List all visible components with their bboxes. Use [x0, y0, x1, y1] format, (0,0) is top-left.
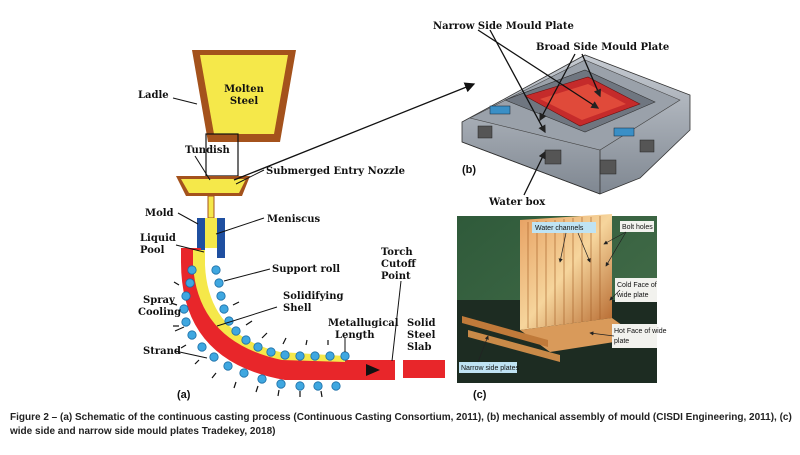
- metallurgical-length-label-1: Metallugical: [328, 318, 399, 329]
- molten-steel-label-2: Steel: [230, 96, 259, 107]
- wide-plate: [520, 214, 612, 330]
- narrow-plate-1: [462, 316, 548, 347]
- mold-label: Mold: [145, 208, 174, 219]
- bolt-holes-label: Bolt holes: [622, 224, 653, 231]
- panel-a: Molten Steel: [138, 50, 445, 401]
- molten-steel-label-1: Molten: [224, 84, 265, 95]
- solidifying-shell-label-1: Solidifying: [283, 291, 343, 302]
- cold-face-label-2: wide plate: [616, 292, 649, 299]
- support-rolls: [179, 265, 350, 391]
- panel-c: Water channels Bolt holes Cold Face of w…: [457, 214, 667, 401]
- liquid-core: [193, 250, 345, 362]
- liquid-pool-label-2: Pool: [140, 245, 165, 256]
- water-channels-tag: [532, 222, 596, 233]
- panel-c-leaders: [477, 231, 627, 363]
- spray-marks: [170, 281, 329, 398]
- nozzle-label: Submerged Entry Nozzle: [266, 166, 405, 177]
- hot-face-label-2: plate: [614, 338, 629, 345]
- water-channels-label: Water channels: [535, 225, 584, 232]
- ladle-label: Ladle: [138, 90, 169, 101]
- figure-caption: Figure 2 – (a) Schematic of the continuo…: [10, 412, 792, 437]
- hot-face-label-1: Hot Face of wide: [614, 328, 667, 335]
- meniscus-label: Meniscus: [267, 214, 320, 225]
- slab-label-3: Slab: [407, 342, 432, 353]
- panel-c-label: (c): [473, 389, 487, 401]
- tundish-label: Tundish: [185, 145, 230, 156]
- strand-label: Strand: [143, 346, 181, 357]
- narrow-side-mould-plate-label: Narrow Side Mould Plate: [433, 21, 574, 32]
- panel-b-label: (b): [462, 164, 476, 176]
- panel-b: (b) Narrow Side Mould Plate Broad Side M…: [433, 21, 691, 208]
- mold: [197, 218, 225, 258]
- flow-arrow-head: [366, 364, 380, 376]
- ladle-vessel: Molten Steel: [192, 50, 296, 142]
- torch-label-3: Point: [381, 271, 411, 282]
- narrow-side-plates-label: Narrow side plates: [461, 365, 519, 372]
- narrow-plate-2: [468, 330, 560, 362]
- mould-assembly-image: [461, 54, 691, 195]
- spray-cooling-label-1: Spray: [143, 295, 176, 306]
- metallurgical-length-label-2: Length: [335, 330, 375, 341]
- broad-side-mould-plate-label: Broad Side Mould Plate: [536, 42, 669, 53]
- solidifying-shell-label-2: Shell: [283, 303, 312, 314]
- panel-a-label: (a): [177, 389, 191, 401]
- water-channels-lines: [527, 216, 601, 328]
- strand-body: [181, 248, 395, 380]
- liquid-pool-label-1: Liquid: [140, 233, 176, 244]
- support-roll-label: Support roll: [272, 264, 340, 275]
- water-box-label: Water box: [488, 197, 546, 208]
- slab-label-2: Steel: [407, 330, 436, 341]
- panel-b-leaders: [477, 29, 602, 196]
- pointer-arrow-to-b: [233, 82, 476, 181]
- spray-cooling-label-2: Cooling: [138, 307, 181, 318]
- tundish-vessel: [176, 176, 250, 219]
- slab-label-1: Solid: [407, 318, 435, 329]
- solid-steel-slab: [403, 360, 445, 378]
- torch-label-2: Cutoff: [381, 259, 417, 270]
- torch-label-1: Torch: [381, 247, 413, 258]
- cold-face-label-1: Cold Face of: [617, 282, 657, 289]
- plate-base: [520, 318, 640, 352]
- panel-a-leaders: [172, 97, 402, 362]
